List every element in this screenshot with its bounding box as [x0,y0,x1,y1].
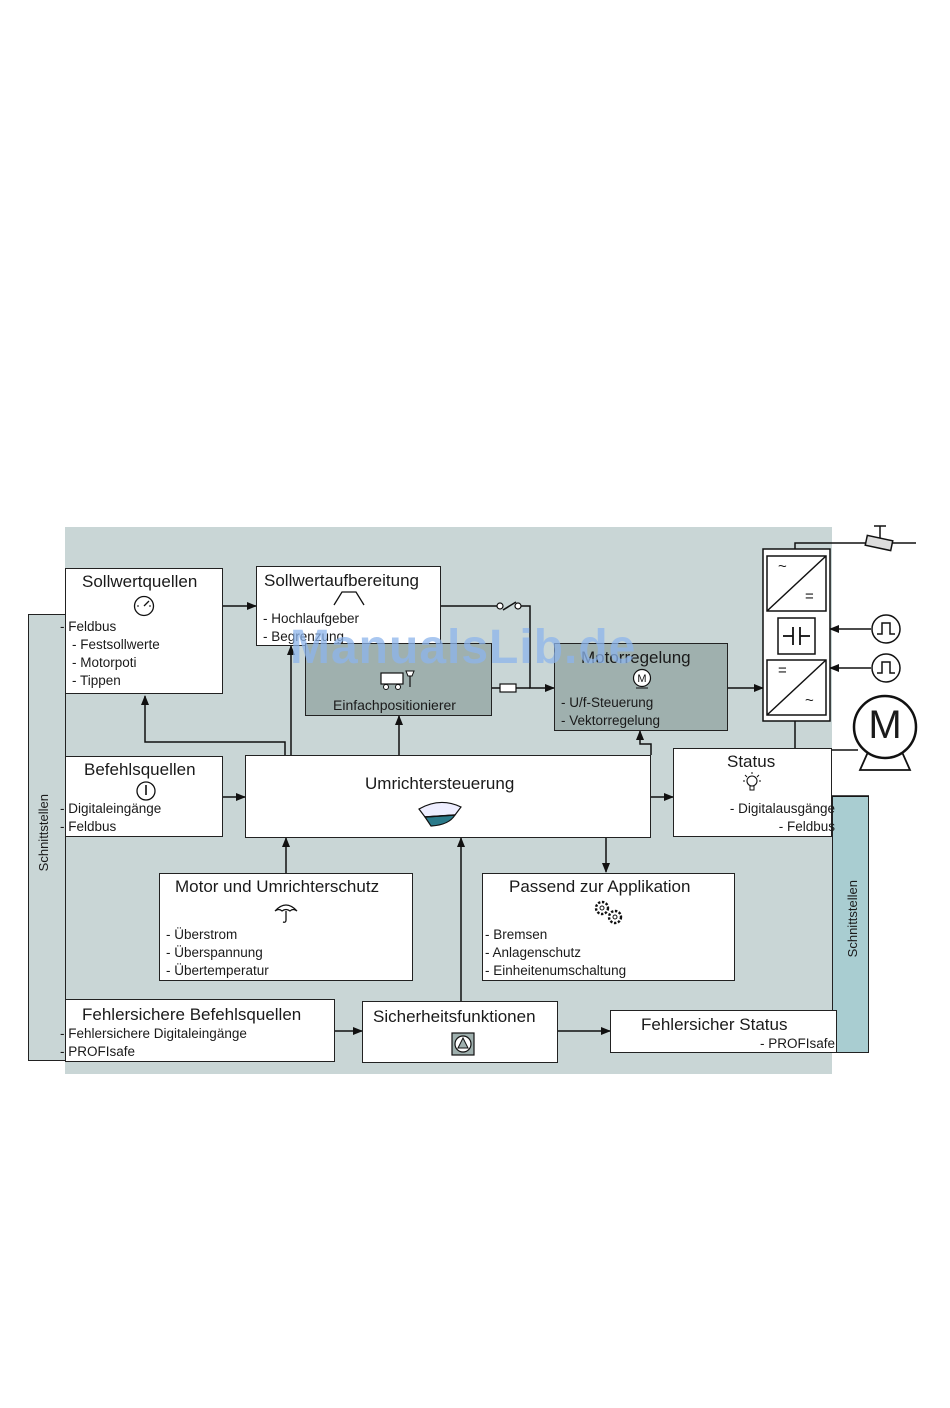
status-item-1: - Feldbus [778,819,835,834]
sicherheit-box: Sicherheitsfunktionen [362,1001,558,1063]
captain-hat-icon [418,801,462,827]
capacitor-icon [783,627,810,645]
fs-befehlsquellen-box: Fehlersichere Befehlsquellen - Fehlersic… [60,999,335,1062]
line-switch-motorregelung [516,605,555,692]
mains-plug-icon [864,525,894,552]
fs-status-box: Fehlersicher Status - PROFIsafe [610,1010,837,1053]
coupler-icon [499,683,517,693]
encoder-icon-1 [871,614,901,644]
applikation-title: Passend zur Applikation [509,877,691,896]
gears-icon [594,900,623,925]
inverter-bot-eq: = [778,662,787,679]
fs-status-item-0: - PROFIsafe [759,1036,835,1051]
motor-label: M [868,703,902,747]
switch-dot-right [514,602,522,610]
befehlsquellen-box: Befehlsquellen - Digitaleingänge - Feldb… [60,756,223,837]
motorschutz-item-1: - Überspannung [166,945,263,960]
inverter-bot-tilde: ~ [805,692,814,709]
switch-dot-left [496,602,504,610]
fs-befehlsquellen-item-1: - PROFIsafe [60,1044,136,1059]
motorregelung-item-0: - U/f-Steuerung [561,695,654,710]
watermark: ManualsLib.de [290,621,637,674]
einfachpositionierer-box: Einfachpositionierer [305,643,492,716]
applikation-item-1: - Anlagenschutz [485,945,582,960]
applikation-item-0: - Bremsen [485,927,548,942]
motorschutz-item-0: - Überstrom [166,927,238,942]
motorregelung-item-1: - Vektorregelung [561,713,661,728]
safety-icon [451,1032,475,1056]
motorschutz-item-2: - Übertemperatur [166,963,269,978]
sollwertaufbereitung-title: Sollwertaufbereitung [264,571,419,590]
switch-blade [502,601,517,611]
status-item-0: - Digitalausgänge [729,801,835,816]
befehlsquellen-title: Befehlsquellen [84,760,196,779]
sollwertquellen-item-2: - Motorpoti [72,655,137,670]
lamp-icon [743,772,761,791]
befehlsquellen-item-1: - Feldbus [60,819,117,834]
sollwertquellen-item-1: - Festsollwerte [72,637,160,652]
befehlsquellen-item-0: - Digitaleingänge [60,801,162,816]
status-box: Status - Digitalausgänge - Feldbus [673,748,835,837]
right-interface-band [832,796,869,1053]
encoder-icon-2 [871,653,901,683]
sollwertaufbereitung-item-0: - Hochlaufgeber [263,611,360,626]
inverter-top-eq: = [805,588,814,605]
power-switch-icon [136,781,156,801]
line-inverter-motor [794,720,858,751]
motorregelung-box: Motorregelung M - U/f-Steuerung - Vektor… [554,643,728,731]
svg-text:M: M [637,673,646,685]
sollwertaufbereitung-item-1: - Begrenzung [263,629,345,644]
inverter-top-tilde: ~ [778,558,787,575]
left-interface-band [28,614,66,1061]
motorregelung-title: Motorregelung [581,648,691,667]
sollwertquellen-item-0: - Feldbus [60,619,117,634]
status-title: Status [727,752,776,771]
applikation-box: Passend zur Applikation - Bremsen - Anla… [482,873,735,981]
motor-small-icon: M [632,668,652,689]
fs-befehlsquellen-item-0: - Fehlersichere Digitaleingänge [60,1026,247,1041]
motor-icon [852,694,918,771]
sollwertquellen-box: Sollwertquellen - Feldbus - Festsollwert… [60,568,223,694]
umbrella-icon [274,904,298,923]
sicherheit-title: Sicherheitsfunktionen [373,1007,536,1026]
arrow-steuerung-motorregelung [636,730,652,755]
umrichtersteuerung-title: Umrichtersteuerung [365,774,515,793]
arrow-steuerung-quellen [141,695,286,755]
fs-befehlsquellen-title: Fehlersichere Befehlsquellen [82,1005,302,1024]
sollwertquellen-item-3: - Tippen [72,673,121,688]
einfachpositionierer-title: Einfachpositionierer [333,697,456,713]
sollwertquellen-title: Sollwertquellen [82,572,198,591]
gauge-icon [133,595,155,617]
fs-status-title: Fehlersicher Status [641,1015,788,1034]
motorschutz-box: Motor und Umrichterschutz - Überstrom - … [159,873,413,981]
applikation-item-2: - Einheitenumschaltung [485,963,627,978]
ramp-icon [333,591,365,606]
umrichtersteuerung-box: Umrichtersteuerung [245,755,651,838]
crane-trolley-icon [380,670,415,690]
motorschutz-title: Motor und Umrichterschutz [175,877,380,896]
